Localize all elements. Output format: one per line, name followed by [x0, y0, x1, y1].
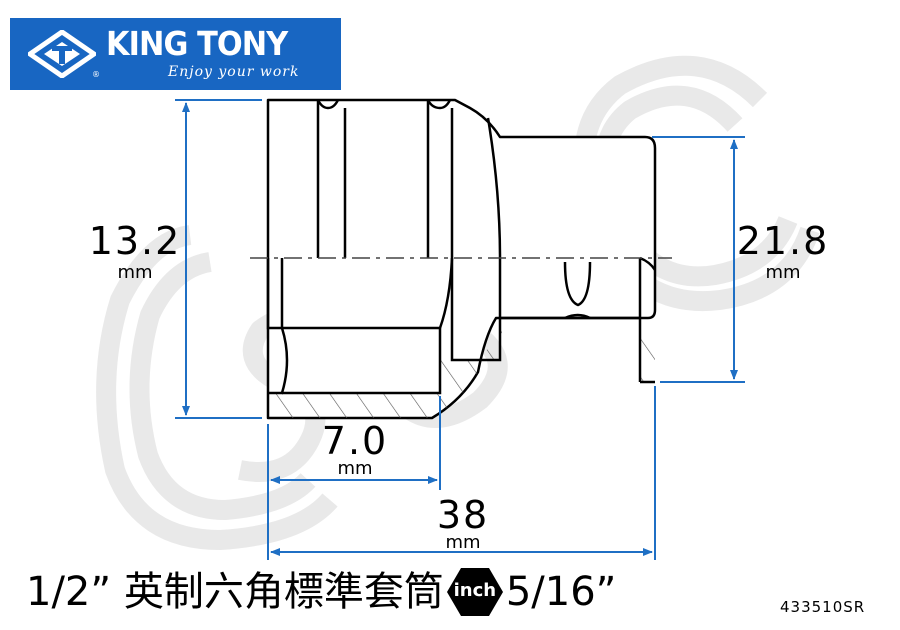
socket-inner-lines: [266, 99, 657, 395]
dimension-unit: mm: [337, 458, 373, 479]
drive-size: 1/2”: [26, 569, 112, 615]
dimension-lines: [175, 99, 745, 560]
logo-diamond-icon: [28, 30, 96, 78]
dimension-value: 21.8: [736, 219, 830, 263]
dimension-unit: mm: [117, 262, 153, 283]
dimension-unit: mm: [765, 262, 801, 283]
product-title: 1/2” 英制六角標準套筒 inch 5/16”: [26, 566, 616, 618]
socket-size: 5/16”: [505, 569, 617, 615]
logo-tagline: Enjoy your work: [168, 64, 300, 80]
dimension-drive-depth: 7.0 mm: [300, 422, 410, 478]
product-name: 英制六角標準套筒: [123, 569, 444, 615]
part-number: 433510SR: [780, 598, 866, 616]
dimension-value: 7.0: [321, 419, 389, 463]
king-tony-logo: ® KING TONY Enjoy your work: [10, 18, 341, 90]
inch-badge: inch: [446, 566, 504, 618]
hexagon-icon: [446, 568, 503, 616]
dimension-outer-diameter: 21.8 mm: [728, 222, 838, 282]
dimension-length: 38 mm: [408, 496, 518, 552]
registered-mark: ®: [92, 70, 100, 79]
dimension-hex-depth: 13.2 mm: [80, 222, 190, 282]
inch-label: inch: [453, 580, 497, 601]
dimension-value: 38: [436, 493, 490, 537]
dimension-unit: mm: [445, 532, 481, 553]
dimension-value: 13.2: [88, 219, 182, 263]
logo-brand-name: KING TONY: [106, 24, 288, 63]
